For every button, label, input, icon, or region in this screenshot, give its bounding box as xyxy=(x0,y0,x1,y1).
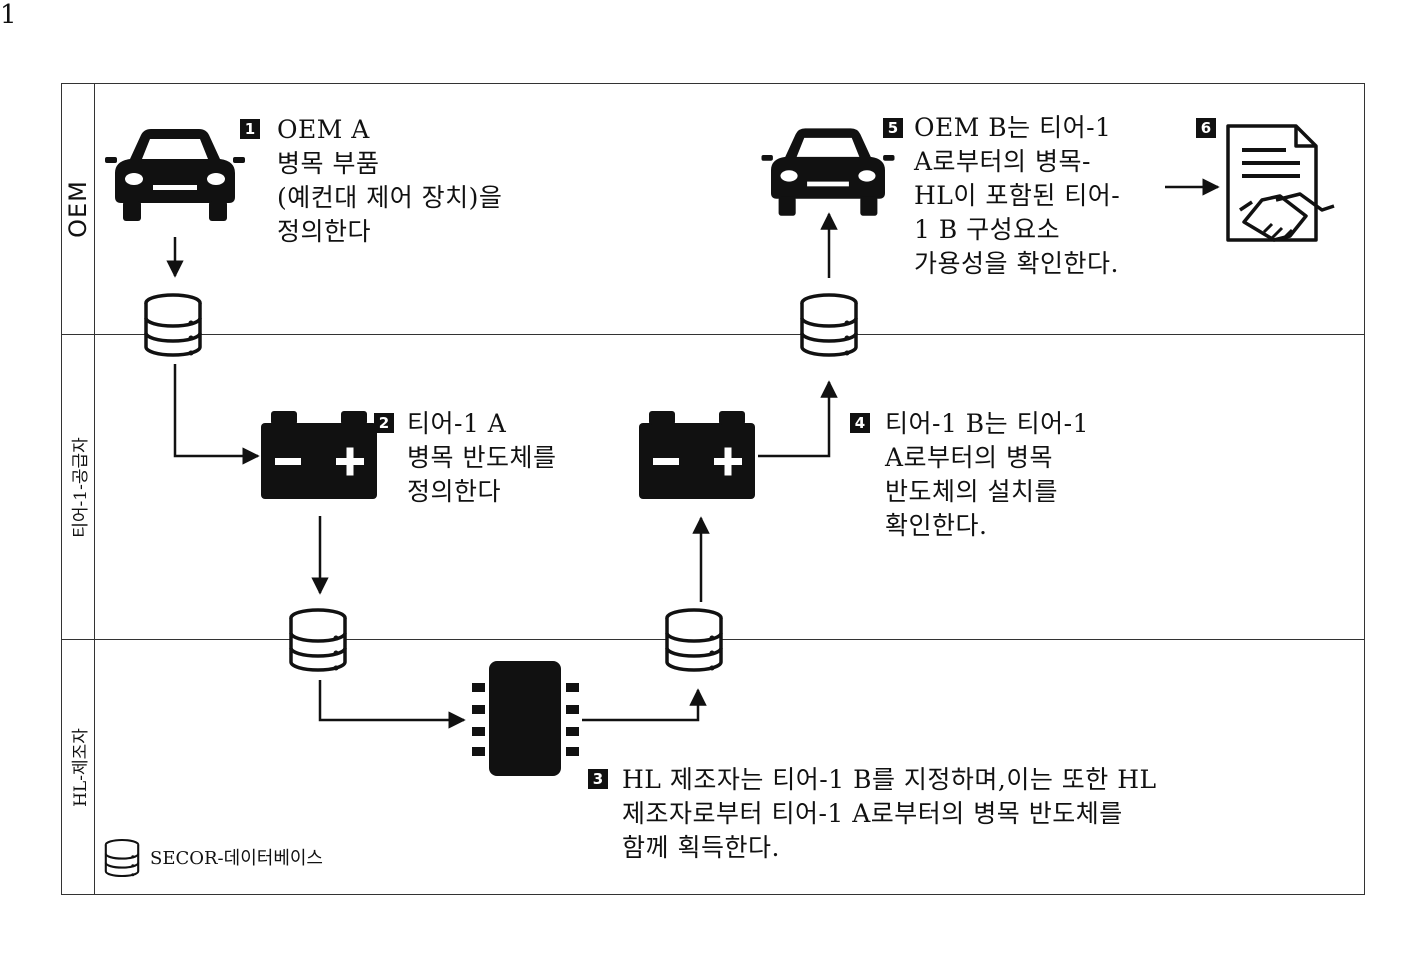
step-4-text: 티어-1 B는 티어-1 A로부터의 병목 반도체의 설치를 확인한다. xyxy=(885,407,1089,543)
legend-label: SECOR-데이터베이스 xyxy=(150,846,323,872)
step-2-text: 티어-1 A 병목 반도체를 정의한다 xyxy=(407,407,556,509)
step-5-text: OEM B는 티어-1 A로부터의 병목- HL이 포함된 티어- 1 B 구성… xyxy=(914,111,1120,281)
database-icon xyxy=(802,295,856,356)
battery-icon xyxy=(639,411,755,499)
chip-icon xyxy=(472,661,579,776)
step-badge-2: 2 xyxy=(374,413,394,433)
battery-icon xyxy=(261,411,377,499)
arrow-battery-b-to-db xyxy=(758,382,829,456)
step-badge-6: 6 xyxy=(1196,118,1216,138)
legend-database-icon xyxy=(106,840,138,876)
car-icon xyxy=(105,129,245,221)
database-icon xyxy=(146,295,200,356)
arrow-chip-to-db xyxy=(582,690,698,720)
step-badge-1: 1 xyxy=(240,119,260,139)
car-icon xyxy=(762,128,895,215)
database-icon xyxy=(667,610,721,671)
step-badge-4: 4 xyxy=(850,413,870,433)
database-icon xyxy=(291,610,345,671)
contract-handshake-icon xyxy=(1228,126,1334,240)
step-badge-3: 3 xyxy=(588,769,608,789)
step-1-text: OEM A 병목 부품 (예컨대 제어 장치)을 정의한다 xyxy=(277,113,502,249)
arrow-db-to-chip xyxy=(320,680,464,720)
arrow-db-to-battery-a xyxy=(175,364,258,456)
step-badge-5: 5 xyxy=(883,118,903,138)
step-3-text: HL 제조자는 티어-1 B를 지정하며,이는 또한 HL 제조자로부터 티어-… xyxy=(622,763,1157,865)
